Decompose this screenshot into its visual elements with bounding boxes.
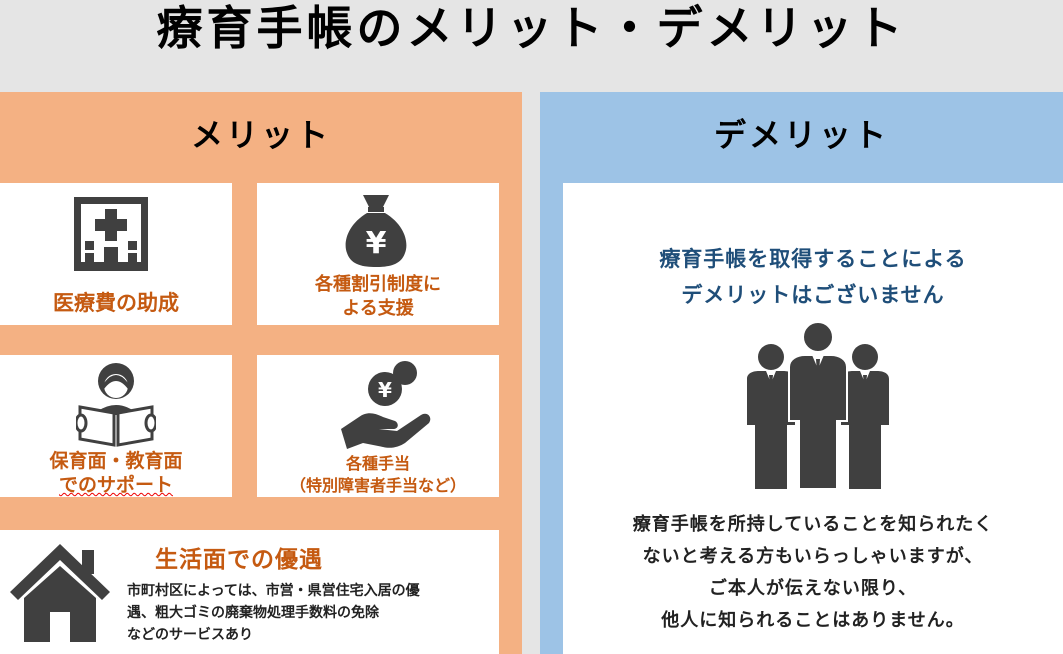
merit-card-allowance-label: 各種手当 （特別障害者手当など） — [289, 454, 466, 495]
demerit-message: 療育手帳を取得することによる デメリットはございません — [659, 247, 967, 307]
merit-card-education-label: 保育面・教育面 でのサポート — [49, 450, 183, 496]
svg-text:¥: ¥ — [378, 378, 392, 402]
page-title: 療育手帳のメリット・デメリット — [156, 1, 907, 55]
merit-card-education: 保育面・教育面 でのサポート — [0, 355, 232, 497]
business-people-icon — [747, 321, 889, 489]
merit-card-allowance: ¥ 各種手当 （特別障害者手当など） — [257, 355, 499, 497]
demerit-note: 療育手帳を所持していることを知られたく ないと考える方もいらっしゃいますが、 ご… — [632, 514, 994, 631]
demerit-heading: デメリット — [713, 116, 889, 154]
merit-card-discount: ¥ 各種割引制度に よる支援 — [257, 183, 499, 325]
house-icon — [10, 544, 110, 642]
merit-card-medical: 医療費の助成 — [0, 183, 232, 325]
reading-person-icon — [76, 363, 156, 447]
merit-card-life: 生活面での優遇 市町村区によっては、市営・県営住宅入居の優 遇、粗大ゴミの廃棄物… — [0, 530, 499, 654]
hand-coin-icon: ¥ — [341, 361, 431, 449]
merit-card-life-desc: 市町村区によっては、市営・県営住宅入居の優 遇、粗大ゴミの廃棄物処理手数料の免除… — [127, 583, 420, 643]
merit-card-medical-label: 医療費の助成 — [53, 291, 179, 315]
merit-heading: メリット — [190, 116, 331, 154]
demerit-body: 療育手帳を取得することによる デメリットはございません 療育手帳を所持しているこ… — [563, 183, 1063, 654]
hospital-icon — [74, 197, 148, 271]
merit-card-life-title: 生活面での優遇 — [155, 547, 323, 573]
merit-card-discount-label: 各種割引制度に よる支援 — [315, 274, 441, 319]
money-bag-icon: ¥ — [345, 195, 407, 267]
svg-text:¥: ¥ — [366, 226, 387, 261]
